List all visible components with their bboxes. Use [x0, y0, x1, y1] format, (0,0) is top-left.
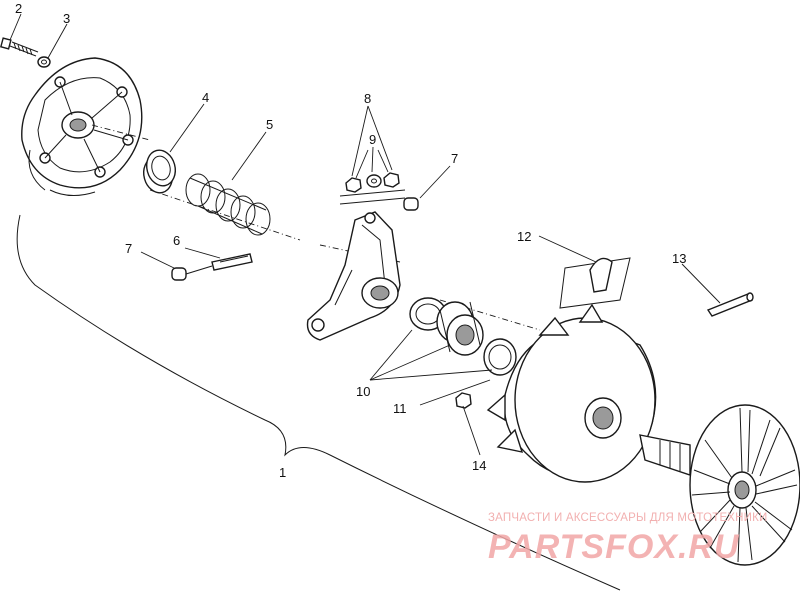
nut-part-14: [455, 392, 472, 409]
bushing-part-4: [142, 149, 177, 194]
moveable-sheave: [486, 303, 657, 483]
clutch-cover-housing: [21, 57, 143, 196]
callout-11: 11: [393, 401, 407, 416]
callout-5: 5: [266, 117, 273, 132]
callout-12: 12: [517, 229, 531, 244]
watermark-brand-logo: PARTSFOX.RU: [488, 528, 740, 566]
callout-7-left: 7: [125, 241, 132, 256]
clip-part-12: [559, 257, 631, 309]
callout-13: 13: [672, 251, 686, 266]
callout-7-right: 7: [451, 151, 458, 166]
callout-8: 8: [364, 91, 371, 106]
roller-part-7-left: [171, 265, 213, 281]
pin-part-6: [211, 253, 253, 271]
spring-part-5: [185, 173, 271, 236]
ring-part-11: [483, 338, 517, 376]
nut-washer-set-part-8-9: [339, 172, 406, 205]
callout-9: 9: [369, 132, 376, 147]
callout-1: 1: [279, 465, 286, 480]
callout-3: 3: [63, 11, 70, 26]
callout-2: 2: [15, 1, 22, 16]
callout-14: 14: [472, 458, 486, 473]
bushing-set-part-10: [409, 297, 484, 356]
washer-part-3: [37, 56, 51, 68]
fixed-sheave: [639, 404, 800, 566]
watermark-tagline: ЗАПЧАСТИ И АКСЕССУАРЫ ДЛЯ МОТОТЕХНИКИ: [488, 512, 768, 524]
bolt-part-13: [706, 292, 754, 317]
leader-lines: [9, 13, 721, 456]
callout-6: 6: [173, 233, 180, 248]
weight-arm: [306, 211, 401, 341]
roller-part-7-right: [403, 197, 419, 211]
assembly-bracket: [16, 214, 621, 591]
bolt-part-2: [0, 37, 39, 57]
center-axis-line: [91, 124, 541, 331]
callout-10: 10: [356, 384, 370, 399]
callout-4: 4: [202, 90, 209, 105]
